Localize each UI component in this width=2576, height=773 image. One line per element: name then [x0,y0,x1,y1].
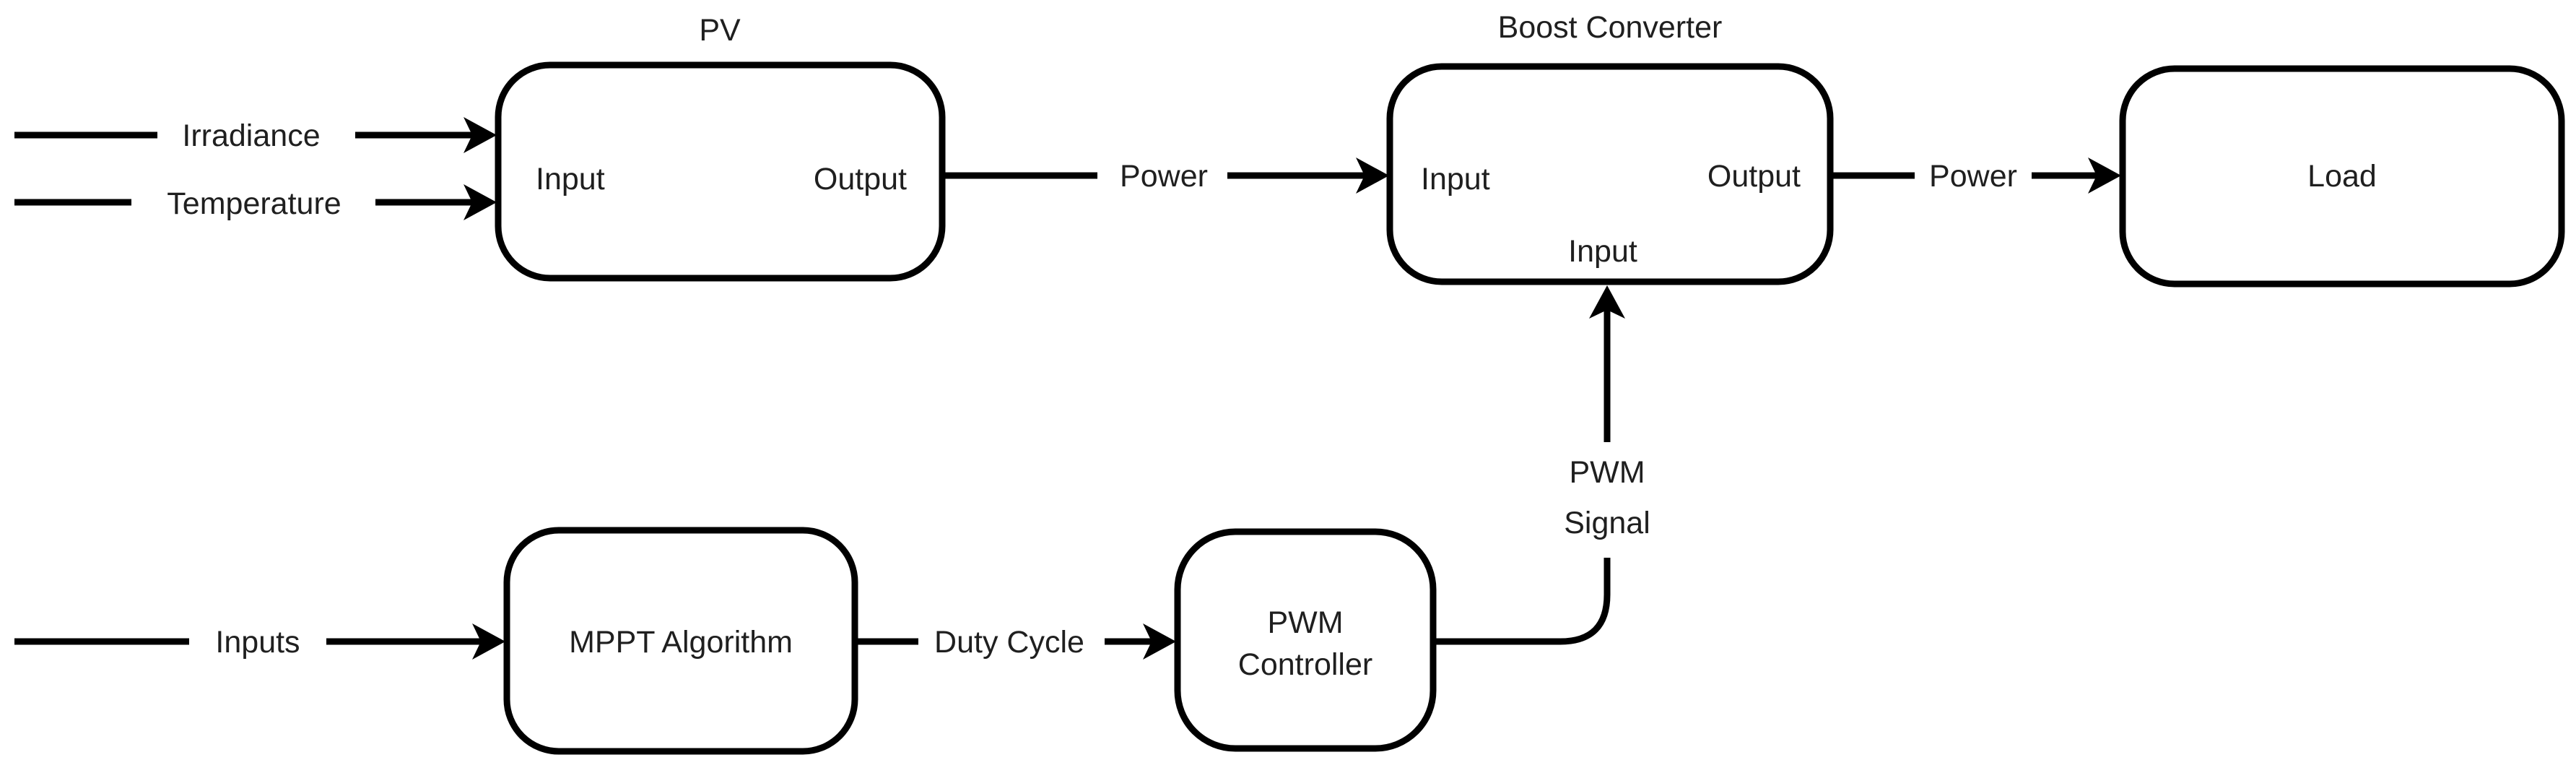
load-block [2119,65,2565,288]
irradiance-arrowhead-icon [464,117,497,153]
temperature-arrowhead-icon [464,184,497,220]
inputs-edge-label: Inputs [215,625,300,660]
pwm-controller-label-line2: Controller [1238,647,1372,682]
pv-title: PV [699,13,741,48]
boost-output-port-label: Output [1707,159,1801,194]
pwm-signal-edge-label-line1: PWM [1569,455,1645,490]
edges-layer [14,117,2121,660]
blocks-layer [495,61,2565,755]
mppt-algorithm-label: MPPT Algorithm [569,625,793,660]
temperature-edge-label: Temperature [167,186,341,221]
inputs-arrowhead-icon [472,623,505,660]
pwm-signal-edge-label-line2: Signal [1564,506,1650,540]
power-load-edge-label: Power [1929,159,2017,194]
power-load-arrowhead-icon [2088,157,2121,194]
pwm-signal-curve [1433,558,1611,645]
duty-cycle-edge-label: Duty Cycle [934,625,1084,660]
duty-cycle-arrowhead-icon [1143,623,1176,660]
boost-input-port-label: Input [1421,162,1490,197]
labels-layer: PV Boost Converter Input Output Input Ou… [167,10,2377,682]
pwm-signal-arrowhead-icon [1589,285,1625,319]
pv-block [495,61,946,282]
pwm-controller-block [1174,528,1437,752]
power-pv-arrowhead-icon [1356,157,1389,194]
irradiance-edge-label: Irradiance [182,118,320,153]
pv-output-port-label: Output [814,162,907,197]
boost-bottom-input-port-label: Input [1568,234,1637,269]
load-label: Load [2307,159,2377,194]
pwm-controller-label-line1: PWM [1267,605,1343,640]
boost-converter-title: Boost Converter [1498,10,1723,45]
power-pv-edge-label: Power [1120,159,1208,194]
pv-input-port-label: Input [536,162,605,197]
